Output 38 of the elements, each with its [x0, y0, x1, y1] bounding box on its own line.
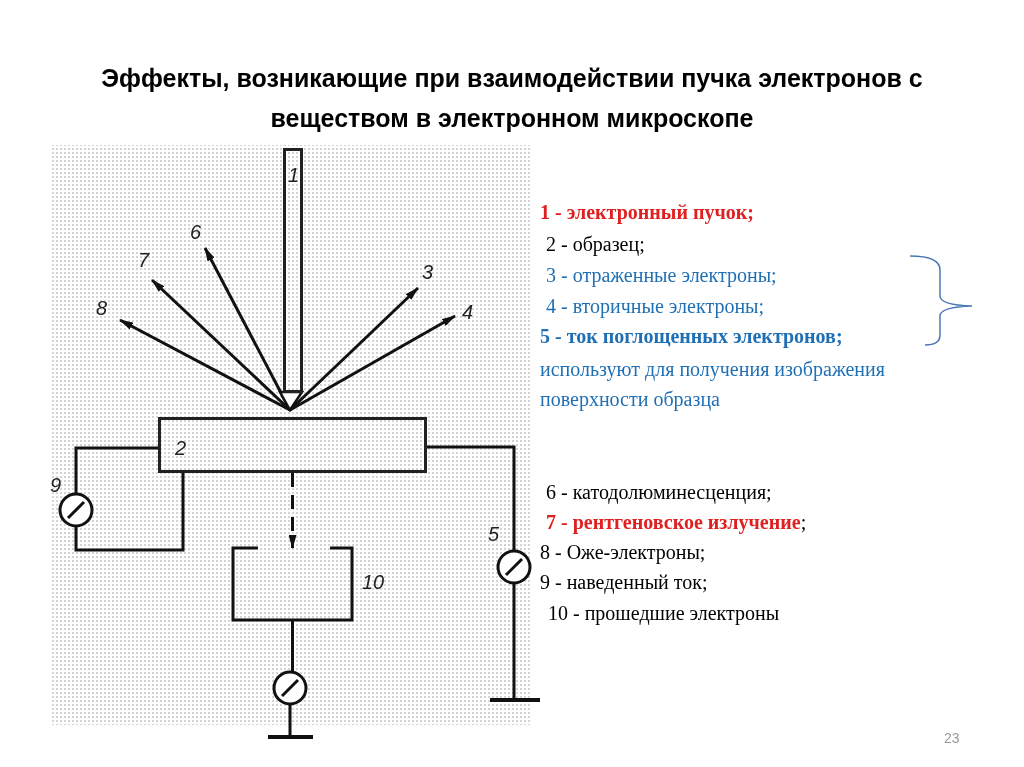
- legend-text: 6 - катодолюминесценция;: [546, 480, 772, 504]
- callout-number: 7: [138, 250, 150, 270]
- wire: [74, 446, 158, 494]
- callout-number: 8: [96, 298, 108, 318]
- collector-cup: [231, 546, 354, 622]
- meter-symbol: [496, 549, 532, 585]
- callout-number: 6: [190, 222, 202, 242]
- callout-number: 2: [175, 438, 187, 458]
- arrow: [288, 473, 297, 549]
- legend-text: 10 - прошедшие электроны: [548, 601, 780, 625]
- callout-number: 3: [422, 262, 434, 282]
- legend-text: 1 - электронный пучок;: [540, 200, 754, 224]
- beam-bar: [283, 148, 303, 393]
- legend-text: 5 - ток поглощенных электронов;: [540, 324, 843, 348]
- callout-number: 9: [50, 475, 62, 495]
- callout-number: 5: [488, 524, 500, 544]
- callout-number: 10: [362, 572, 385, 592]
- legend-text: 4 - вторичные электроны;: [546, 294, 765, 318]
- meter-symbol: [58, 492, 94, 528]
- callout-number: 1: [288, 165, 300, 185]
- wire: [288, 704, 292, 735]
- legend-text: 9 - наведенный ток;: [540, 570, 708, 594]
- legend-text: 2 - образец;: [546, 232, 645, 256]
- callout-number: 4: [462, 302, 474, 322]
- wire: [291, 620, 294, 672]
- legend-text: 7 - рентгеновское излучение;: [546, 510, 807, 534]
- legend-text: 8 - Оже-электроны;: [540, 540, 706, 564]
- ground-symbol: [268, 735, 313, 739]
- slide-title: Эффекты, возникающие при взаимодействии пучка электронов с веществом в электронном микроскопе: [100, 63, 924, 134]
- wire: [74, 473, 185, 552]
- wire: [427, 445, 516, 551]
- legend-text: 3 - отраженные электроны;: [546, 263, 777, 287]
- meter-symbol: [272, 670, 308, 706]
- ground-symbol: [490, 698, 540, 702]
- sample-plate: [158, 417, 427, 473]
- page-number: 23: [944, 729, 960, 748]
- note-text: используют для получения изображения поверхности образца: [540, 357, 886, 413]
- wire: [512, 583, 516, 698]
